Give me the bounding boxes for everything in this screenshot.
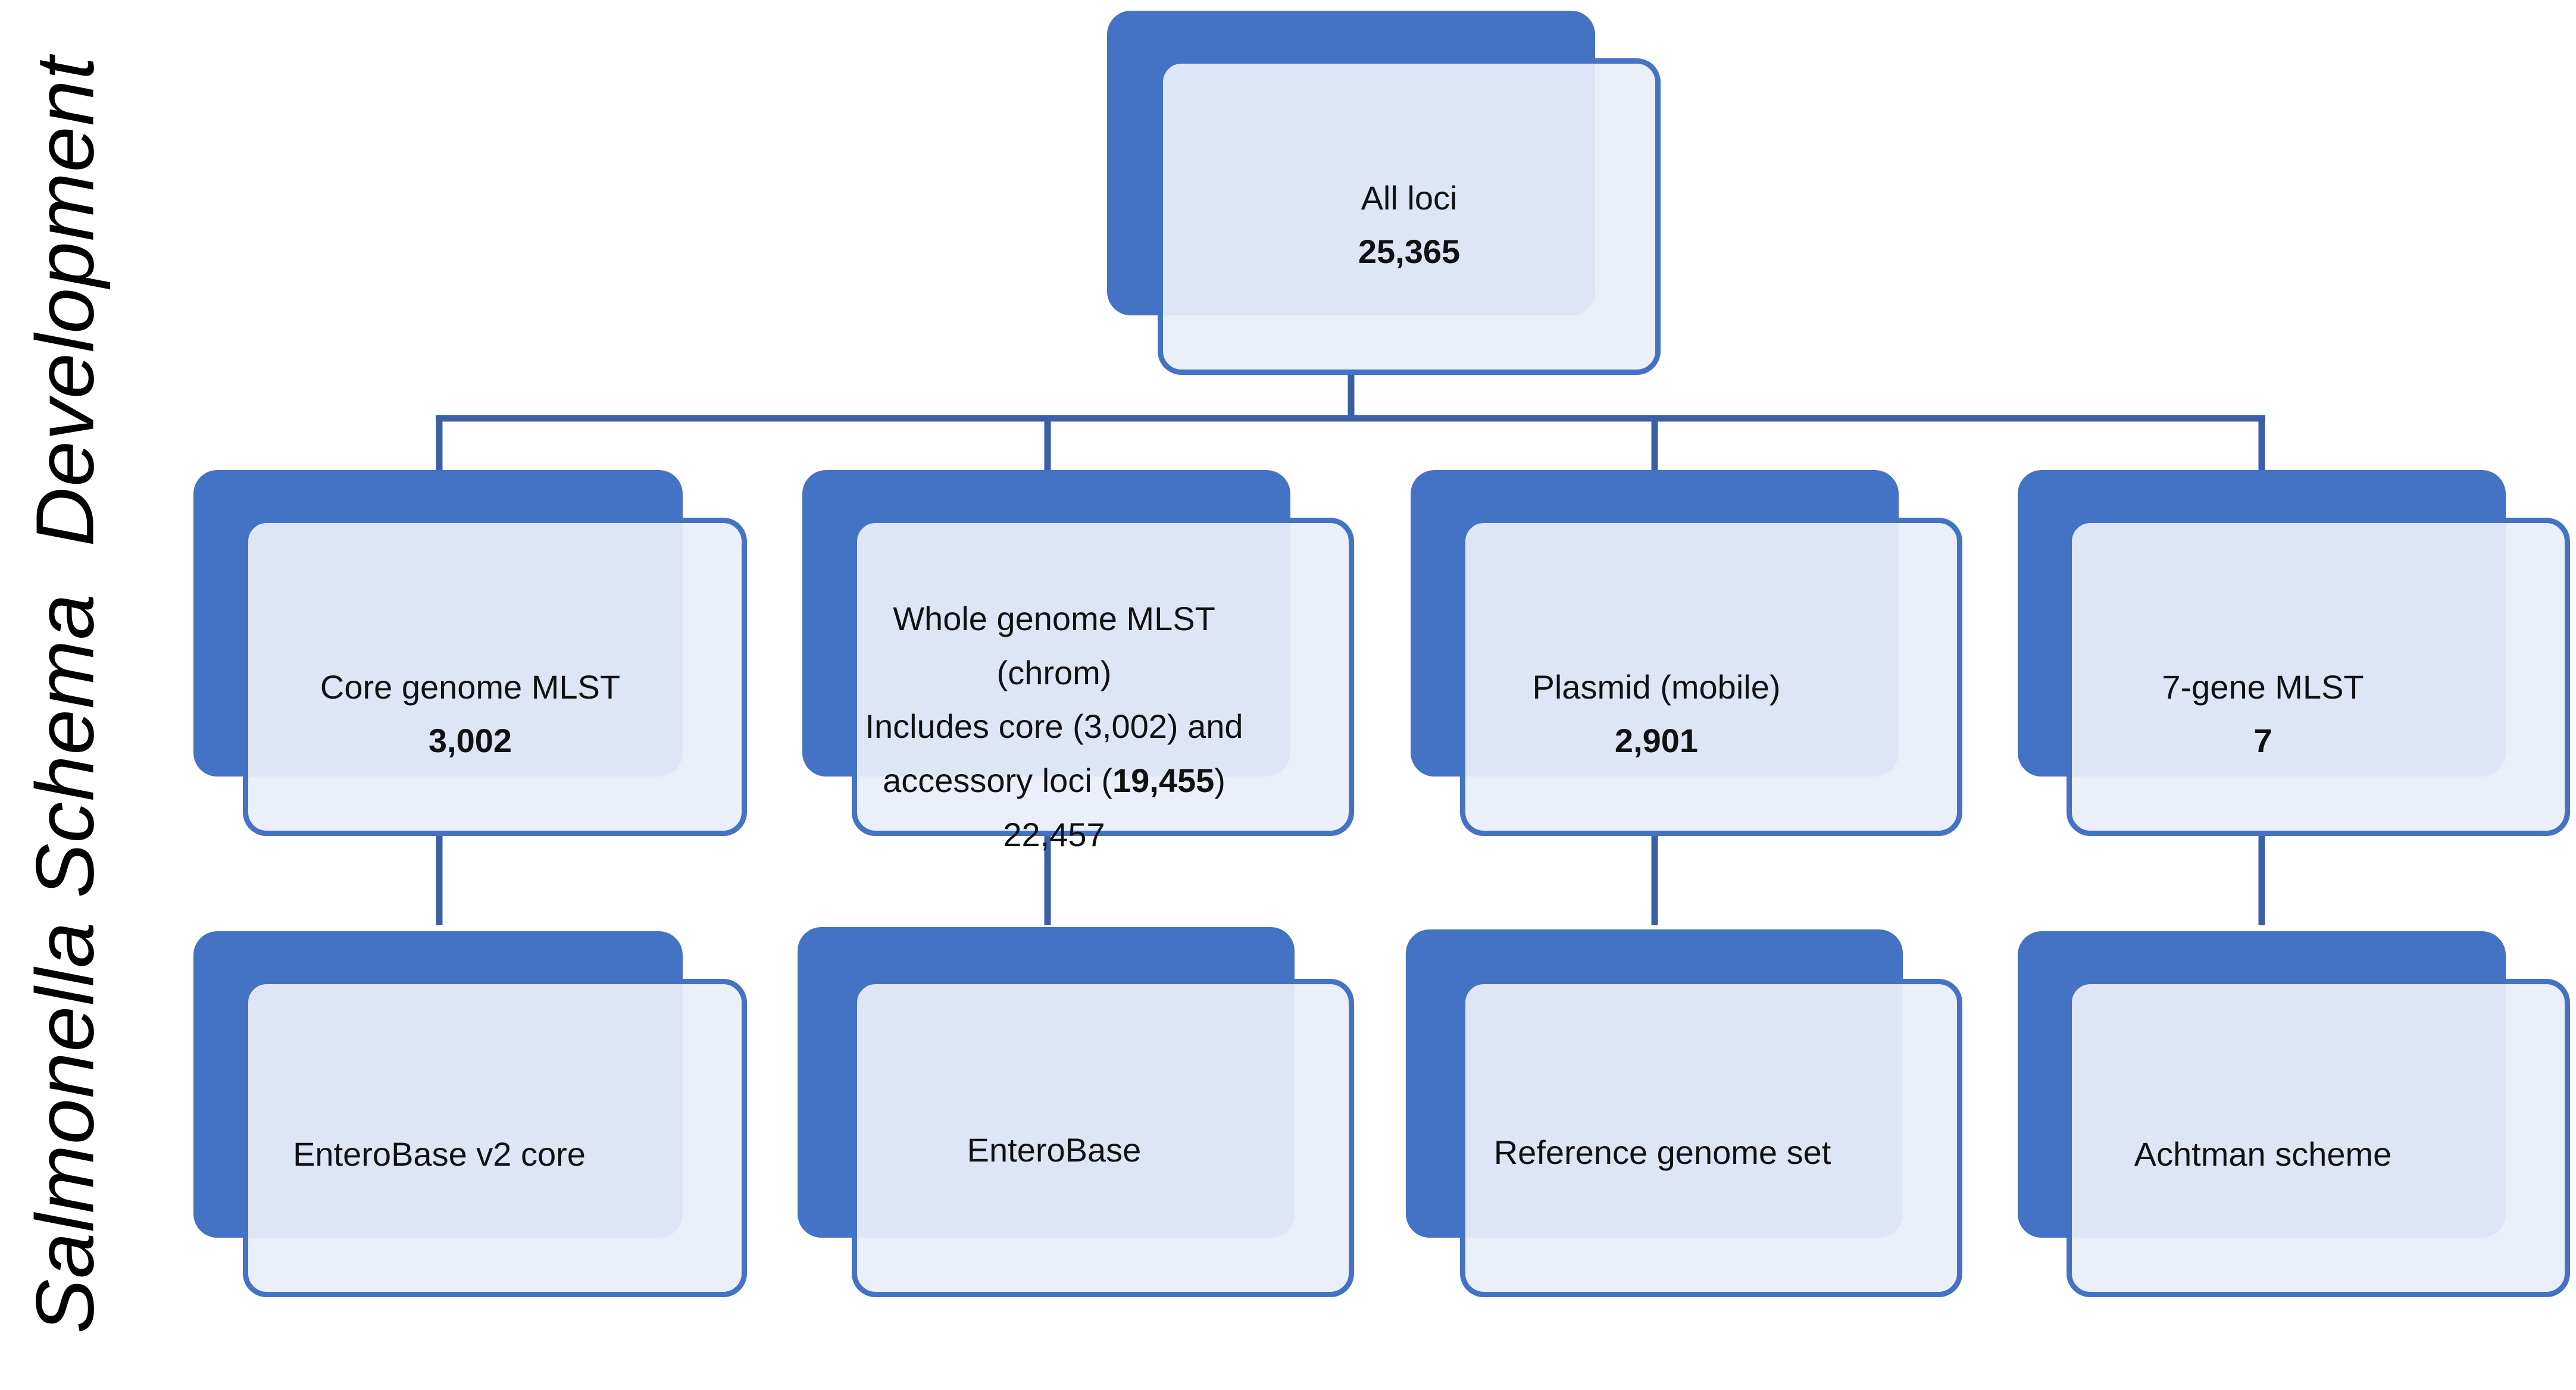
source-node-reference-genome-set: Reference genome set [1406,929,1962,1297]
source-node-front-shape [852,979,1354,1297]
scheme-node-label: Plasmid (mobile) 2,901 [1460,518,1853,788]
source-name-text: Reference genome set [1493,1134,1831,1171]
scheme-name-text: Core genome MLST [320,668,621,706]
accessory-loci-count: 19,455 [1112,762,1215,800]
source-name-text: EnteroBase v2 core [293,1135,586,1173]
source-node-front-shape [243,979,747,1297]
scheme-loci-count: 22,457 [1003,815,1105,853]
scheme-loci-count: 7 [2253,721,2272,759]
scheme-node-7-gene-mlst: 7-gene MLST 7 [2018,470,2570,836]
source-node-label: EnteroBase [852,979,1256,1250]
scheme-node-front-shape [2067,518,2570,836]
scheme-name-text: Whole genome MLST (chrom) [893,600,1215,691]
scheme-node-label: Core genome MLST 3,002 [274,518,667,788]
scheme-note-line-1: Includes core (3,002) and [865,707,1243,746]
source-node-front-shape [1460,979,1962,1297]
scheme-node-label: 7-gene MLST 7 [2067,518,2459,788]
source-node-enterobase-v2-core: EnteroBase v2 core [193,931,747,1297]
title-gap [20,547,111,594]
source-node-front-shape [2067,979,2570,1297]
root-node-label: All loci 25,365 [1158,58,1661,327]
scheme-node-plasmid: Plasmid (mobile) 2,901 [1411,470,1962,836]
source-name-text: EnteroBase [967,1131,1142,1169]
root-node-front-shape [1158,58,1661,375]
source-node-achtman-scheme: Achtman scheme [2018,931,2570,1297]
title-part1: Salmonella Schema [19,593,111,1334]
scheme-node-front-shape [1460,518,1962,836]
scheme-node-front-shape [243,518,747,836]
note-prefix: accessory loci ( [883,762,1112,800]
source-name-text: Achtman scheme [2134,1135,2392,1173]
source-node-label: Reference genome set [1460,979,1865,1250]
diagram-side-title: Salmonella Schema Development [18,56,113,1333]
scheme-name-text: 7-gene MLST [2162,668,2364,706]
note-suffix: ) [1214,762,1226,800]
title-part2: Development [19,56,111,547]
root-node-all-loci: All loci 25,365 [1107,11,1661,375]
root-value-text: 25,365 [1358,232,1461,270]
scheme-node-core-genome-mlst: Core genome MLST 3,002 [193,470,747,836]
source-node-label: Achtman scheme [2067,979,2459,1250]
source-node-enterobase: EnteroBase [798,927,1354,1297]
scheme-loci-count: 3,002 [428,721,512,759]
source-node-label: EnteroBase v2 core [243,979,636,1250]
root-label-text: All loci [1361,179,1458,217]
scheme-node-label: Whole genome MLST (chrom) Includes core … [852,518,1256,853]
scheme-note-line-2: accessory loci (19,455) [883,754,1226,808]
scheme-node-whole-genome-mlst: Whole genome MLST (chrom) Includes core … [802,470,1354,853]
scheme-node-front-shape [852,518,1354,836]
scheme-name-text: Plasmid (mobile) [1532,668,1781,706]
scheme-loci-count: 2,901 [1614,721,1699,759]
